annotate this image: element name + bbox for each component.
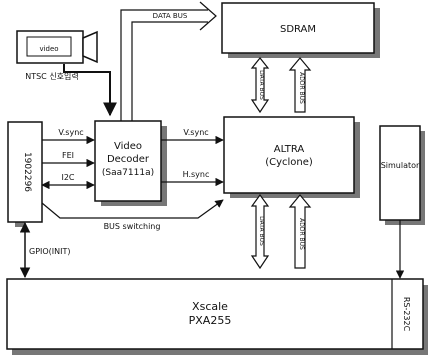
bus-switching-label: BUS switching <box>104 222 161 231</box>
simulator-label: Simulator <box>381 161 420 170</box>
sdram-data-bus-label: DATA BUS <box>258 70 265 100</box>
sdram-label: SDRAM <box>280 24 316 35</box>
pxa-addr-bus-label: ADDR BUS <box>298 218 305 250</box>
hsync-label: H.sync <box>183 170 210 179</box>
data-bus-outline-bottom <box>132 22 208 121</box>
sdram-addr-bus-label: ADDR BUS <box>298 72 305 104</box>
altra-title-line1: ALTRA <box>274 144 305 155</box>
simulator-block <box>380 126 425 225</box>
decoder-title-line1: Video <box>114 141 142 152</box>
data-bus-label-top: DATA BUS <box>153 12 188 20</box>
left-chip-label: 1902296 <box>22 152 32 192</box>
data-bus-outline-top <box>121 10 208 121</box>
video-label: video <box>39 45 58 53</box>
xscale-title-line2: PXA255 <box>189 314 232 327</box>
vsync-right-label: V.sync <box>183 128 208 137</box>
fei-label: FEI <box>62 151 74 160</box>
ntsc-signal-arrow <box>64 64 110 115</box>
altra-title-line2: (Cyclone) <box>265 157 313 168</box>
vsync-left-label: V.sync <box>58 128 83 137</box>
gpio-label: GPIO(INIT) <box>29 247 71 256</box>
rs232-label: RS-232C <box>402 297 411 332</box>
xscale-title-line1: Xscale <box>192 300 228 313</box>
i2c-label: I2C <box>61 173 74 182</box>
data-bus-arrowhead <box>200 2 216 30</box>
pxa-data-bus-label: DATA BUS <box>258 216 265 246</box>
decoder-title-line2: Decoder <box>107 154 150 165</box>
decoder-title-line3: (Saa7111a) <box>102 168 154 178</box>
